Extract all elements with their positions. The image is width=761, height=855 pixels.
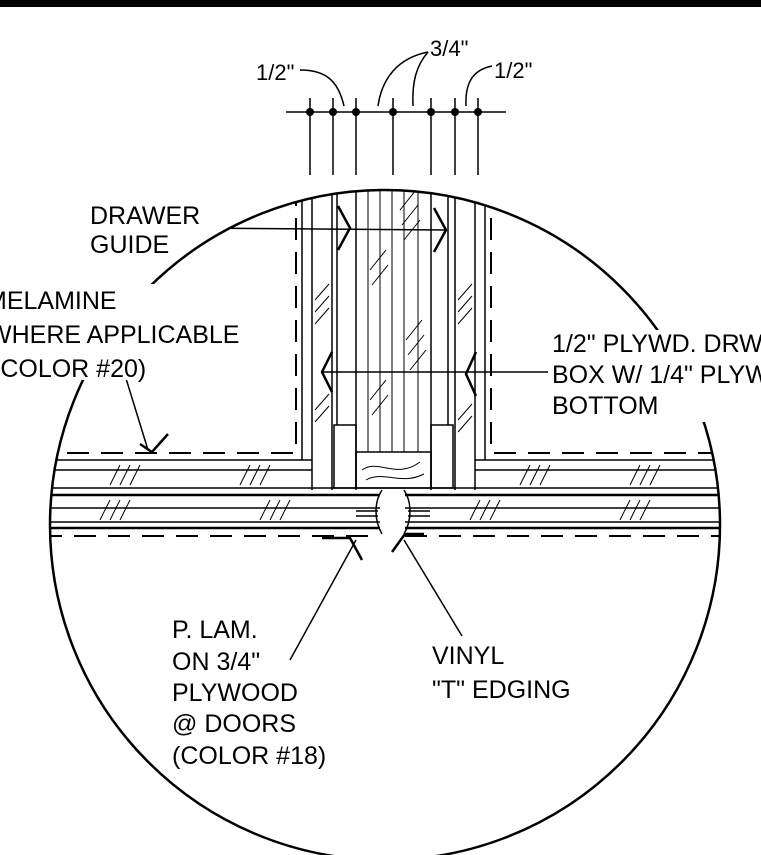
svg-text:MELAMINE: MELAMINE: [0, 287, 117, 315]
svg-text:WHERE APPLICABLE: WHERE APPLICABLE: [0, 321, 239, 349]
vinyl-t-edging: [356, 489, 430, 535]
label-drawer-guide: DRAWER GUIDE: [90, 202, 200, 259]
svg-text:@ DOORS: @ DOORS: [172, 710, 296, 738]
svg-text:ON 3/4": ON 3/4": [172, 648, 260, 676]
horizontal-deck: [50, 459, 720, 530]
dashed-outlines: [50, 190, 720, 537]
svg-text:1/2" PLYWD. DRWR.: 1/2" PLYWD. DRWR.: [552, 330, 761, 358]
dimension-center: 3/4": [430, 36, 468, 61]
label-melamine: MELAMINE WHERE APPLICABLE (COLOR #20): [0, 284, 268, 383]
label-p-lam: P. LAM. ON 3/4" PLYWOOD @ DOORS (COLOR #…: [172, 616, 326, 770]
drawer-guide-chevrons: [320, 205, 478, 397]
svg-text:BOX W/ 1/4" PLYWD.: BOX W/ 1/4" PLYWD.: [552, 361, 761, 389]
detail-circle: [48, 188, 722, 855]
svg-text:"T" EDGING: "T" EDGING: [432, 676, 571, 704]
dimension-leaders: [299, 51, 493, 107]
svg-text:P. LAM.: P. LAM.: [172, 616, 258, 644]
svg-text:(COLOR #20): (COLOR #20): [0, 355, 146, 383]
detail-circle-content: [50, 190, 720, 661]
label-vinyl: VINYL "T" EDGING: [432, 642, 571, 704]
label-plywood-box: 1/2" PLYWD. DRWR. BOX W/ 1/4" PLYWD. BOT…: [548, 330, 761, 422]
svg-text:GUIDE: GUIDE: [90, 231, 169, 259]
svg-text:DRAWER: DRAWER: [90, 202, 200, 230]
dimension-right: 1/2": [494, 58, 532, 83]
drawer-side-block-left: [333, 424, 357, 489]
drawer-side-block-right: [430, 424, 454, 489]
bottom-wood-block: [355, 451, 432, 489]
svg-text:PLYWOOD: PLYWOOD: [172, 679, 298, 707]
svg-text:(COLOR #18): (COLOR #18): [172, 742, 326, 770]
dimension-string: 1/2" 3/4" 1/2": [256, 36, 532, 175]
vertical-partition: [301, 190, 486, 490]
dimension-left: 1/2": [256, 60, 294, 85]
dimension-dots: [306, 108, 482, 116]
svg-text:BOTTOM: BOTTOM: [552, 392, 658, 420]
sheet-border-bar: [0, 0, 761, 7]
svg-text:VINYL: VINYL: [432, 642, 504, 670]
